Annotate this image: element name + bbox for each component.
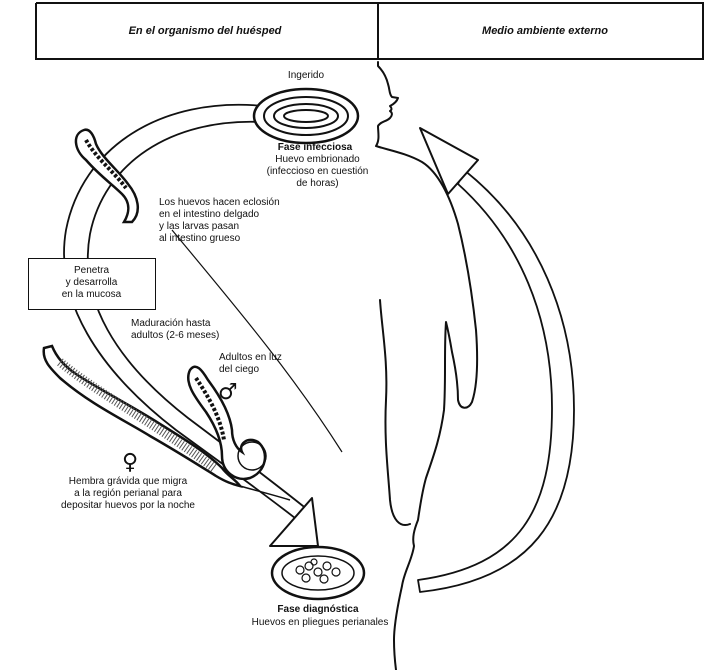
- human-inner-arm-line: [380, 300, 410, 525]
- host-organism-header: En el organismo del huésped: [80, 24, 330, 38]
- infective-stage-title: Fase infecciosa: [255, 142, 375, 154]
- adults-cecum-text: Adultos en luz del ciego: [219, 352, 329, 376]
- diagnostic-egg-icon: [272, 547, 364, 599]
- external-environment-header: Medio ambiente externo: [420, 24, 670, 38]
- gravid-female-text: Hembra grávida que migra a la región per…: [28, 476, 228, 512]
- penetration-box: Penetra y desarrolla en la mucosa: [28, 258, 156, 310]
- external-cycle-arrow-body: [418, 170, 574, 592]
- diagnostic-stage-desc: Huevos en pliegues perianales: [220, 617, 420, 629]
- maturation-text: Maduración hasta adultos (2-6 meses): [131, 318, 261, 342]
- hatching-text: Los huevos hacen eclosión en el intestin…: [159, 197, 309, 245]
- diagnostic-stage-title: Fase diagnóstica: [243, 604, 393, 616]
- male-symbol: ♂: [218, 382, 238, 404]
- infective-stage-desc: Huevo embrionado (infeccioso en cuestión…: [255, 154, 380, 190]
- infective-egg-icon: [254, 89, 358, 143]
- female-symbol: ♀: [122, 452, 138, 474]
- ingested-label: Ingerido: [258, 70, 354, 82]
